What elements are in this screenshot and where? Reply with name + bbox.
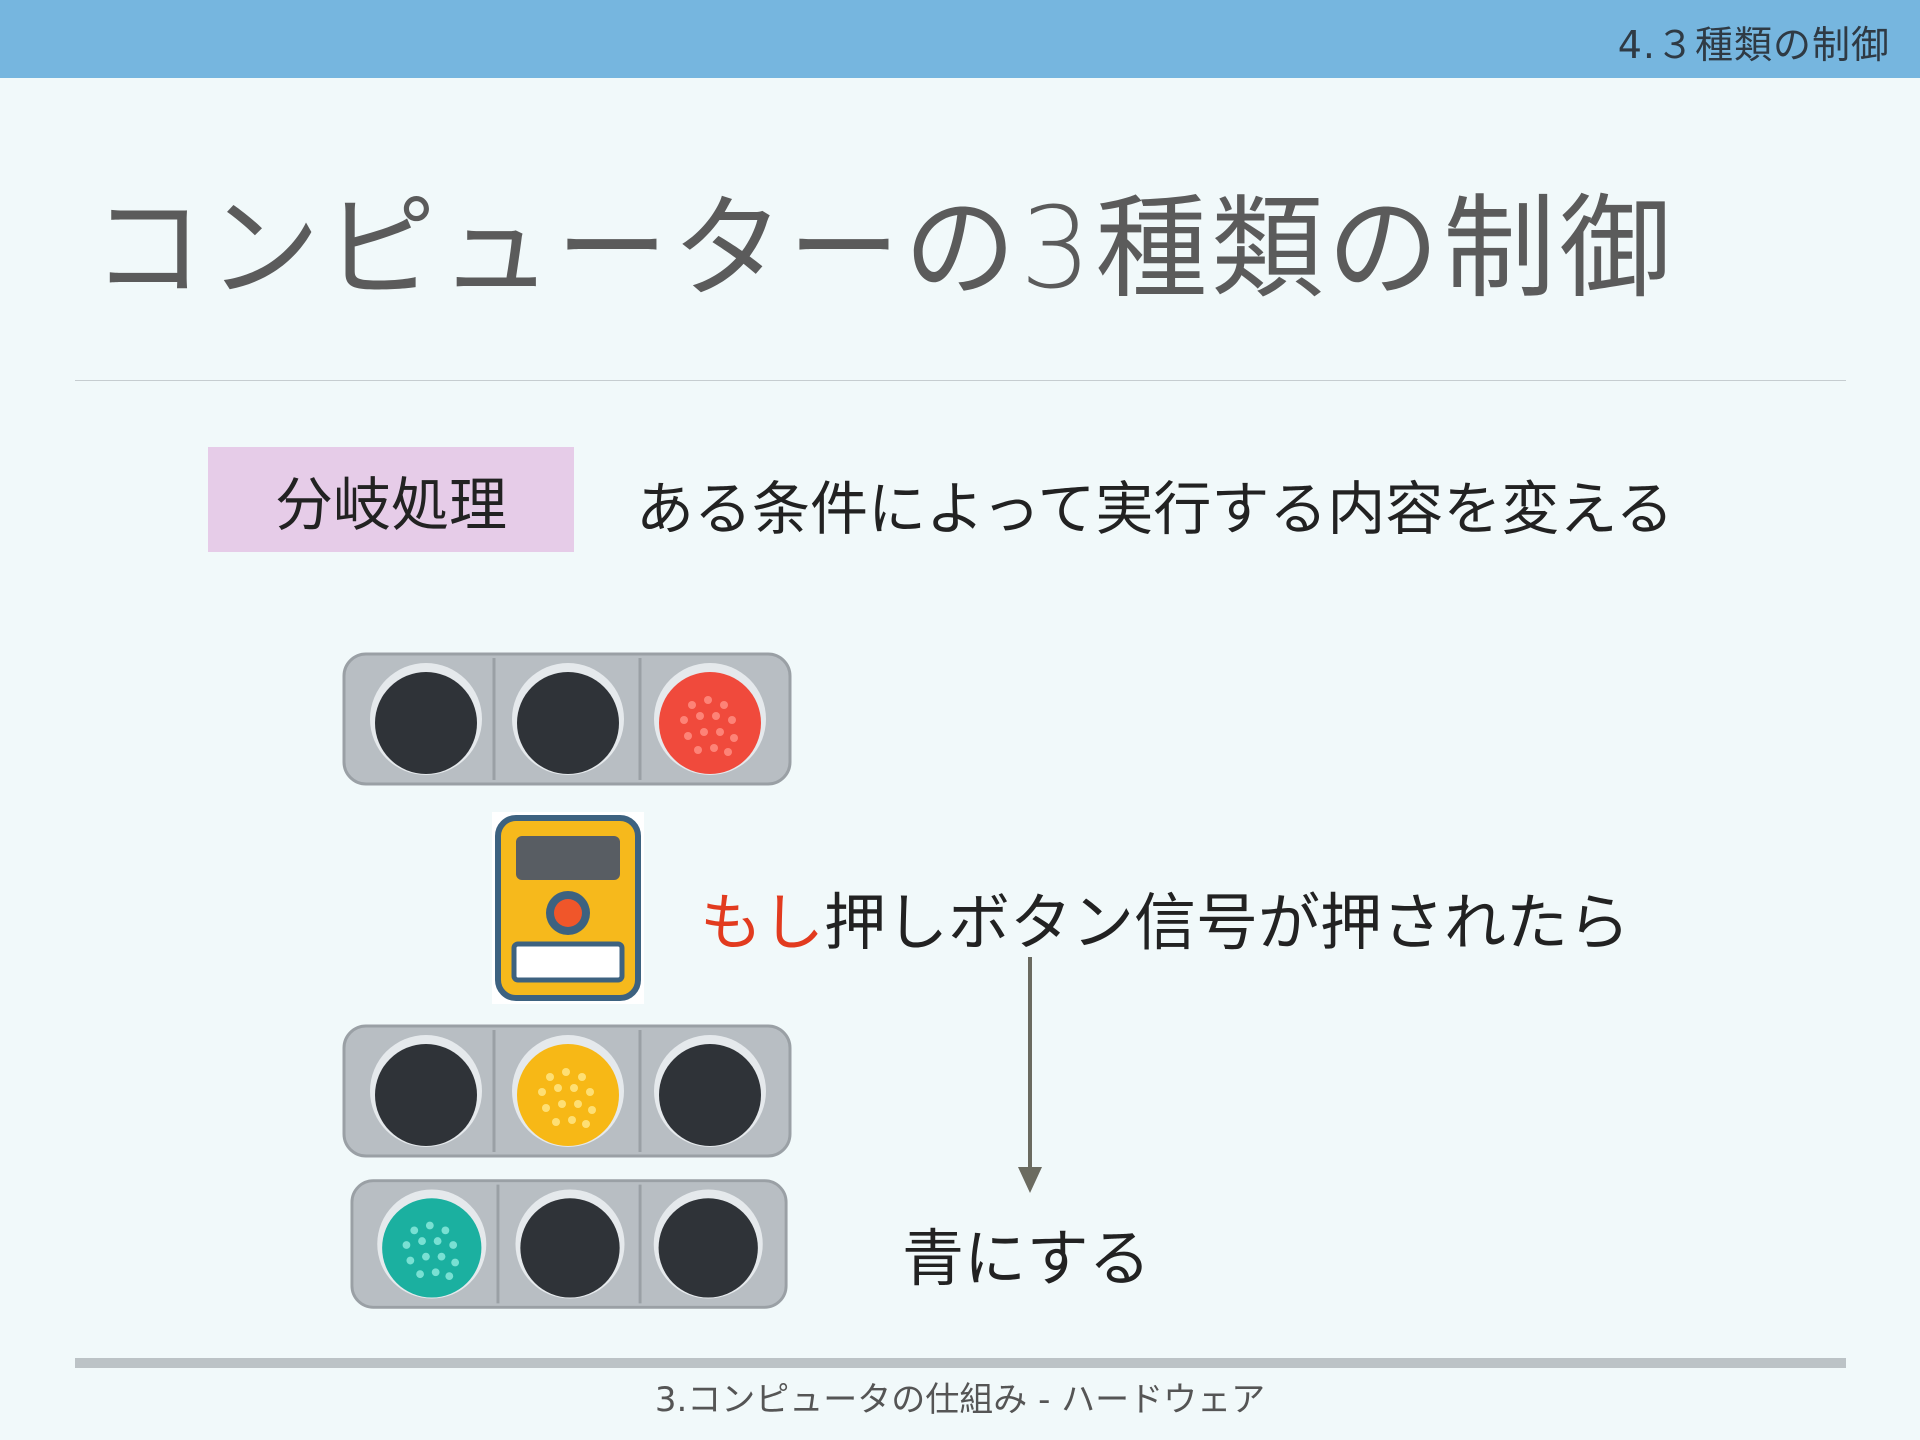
header-bar: 4.３種類の制御 bbox=[0, 0, 1920, 78]
footer-divider bbox=[75, 1358, 1846, 1368]
traffic-light-yellow-icon bbox=[342, 1022, 794, 1160]
definition-text: ある条件によって実行する内容を変える bbox=[636, 462, 1674, 546]
down-arrow-icon bbox=[1010, 955, 1050, 1195]
condition-keyword: もし bbox=[700, 886, 824, 959]
slide-title: コンピューターの3種類の制御 bbox=[92, 158, 1675, 320]
condition-body: 押しボタン信号が押されたら bbox=[824, 886, 1630, 959]
footer-text: 3.コンピュータの仕組み - ハードウェア bbox=[0, 1372, 1920, 1421]
traffic-light-red-icon bbox=[342, 650, 794, 788]
branch-badge-label: 分岐処理 bbox=[275, 458, 507, 542]
section-label: 4.３種類の制御 bbox=[1618, 14, 1890, 69]
traffic-light-green-icon bbox=[350, 1176, 790, 1312]
result-text: 青にする bbox=[902, 1208, 1151, 1298]
push-button-icon bbox=[492, 812, 644, 1004]
title-divider bbox=[75, 380, 1846, 381]
condition-text: もし押しボタン信号が押されたら bbox=[700, 872, 1630, 962]
branch-badge: 分岐処理 bbox=[208, 447, 574, 552]
